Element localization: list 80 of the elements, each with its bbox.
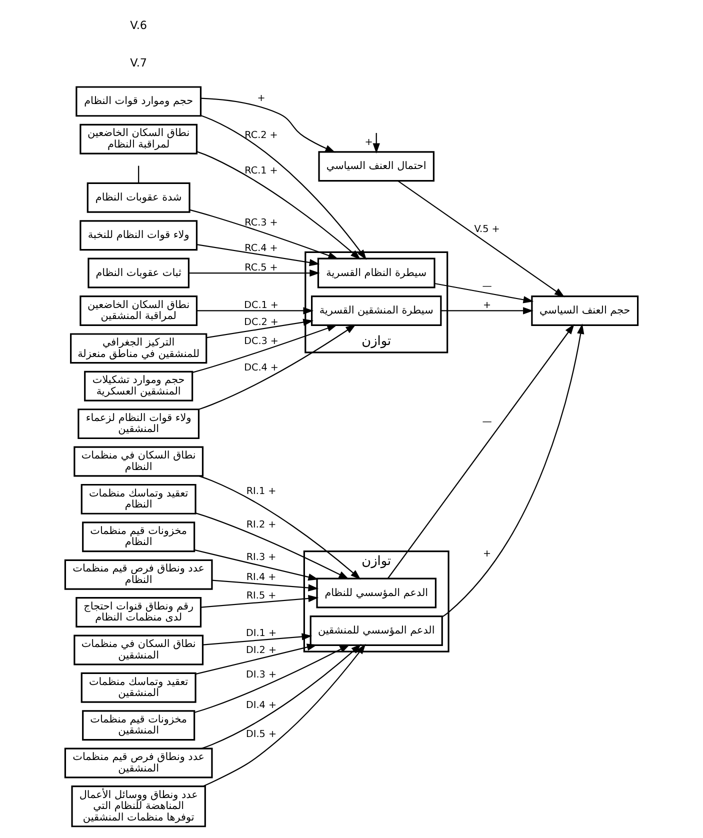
edge-label: RC.2 + — [244, 130, 278, 141]
label: V.6 — [130, 19, 148, 32]
arrow — [434, 282, 534, 304]
node-box: مخزونات قيم منظمات النظام — [82, 522, 196, 552]
edge-label: DC.3 + — [244, 336, 278, 348]
arrow — [200, 644, 362, 750]
arrow — [196, 244, 320, 266]
edge-label: DI.4 + — [246, 700, 277, 712]
edge-label: — — [482, 416, 492, 428]
node-box: عدد ونطاق ووسائل الأعمال المناهضة للنظام التي توفرها منظمات المنشقين — [71, 785, 206, 828]
node-box: رقم ونطاق قنوات احتجاج لدى منظمات النظام — [76, 597, 202, 628]
node-box: احتمال العنف السياسي — [318, 151, 434, 182]
node-box: تعقيد وتماسك منظمات المنشقين — [80, 672, 196, 703]
node-box: شدة عقوبات النظام — [86, 182, 190, 213]
arrow — [194, 549, 319, 581]
arrow — [398, 180, 565, 298]
edge-label: DI.2 + — [246, 644, 277, 656]
arrow — [201, 98, 336, 153]
arrow — [440, 307, 534, 314]
edge-label: V.5 + — [474, 224, 500, 235]
arrow — [189, 209, 338, 260]
edge-label: RI.3 + — [246, 552, 276, 563]
node-box: نطاق السكان في منظمات النظام — [74, 446, 204, 477]
edge-label: + — [364, 136, 373, 148]
node-box: نطاق السكان في منظمات المنشقين — [74, 634, 204, 666]
edge-label: RI.1 + — [246, 486, 276, 498]
node-box: سيطرة النظام القسرية — [317, 258, 436, 288]
arrow — [196, 307, 314, 314]
node-box: نطاق السكان الخاضعين لمراقبة النظام — [80, 124, 198, 154]
arrow — [192, 324, 338, 374]
arrow — [200, 594, 319, 608]
edge-label: RC.3 + — [244, 217, 278, 228]
edge-label: DI.3 + — [246, 670, 277, 681]
edge-label: + — [257, 93, 266, 104]
node-box: التركيز الجغرافي للمنشقين في مناطق منعزلة — [70, 333, 208, 364]
arrow — [196, 151, 361, 260]
edge-label: DC.2 + — [244, 316, 278, 328]
connector — [138, 166, 140, 184]
arrow — [194, 644, 350, 714]
arrow — [212, 580, 319, 592]
arrow — [388, 324, 574, 579]
edge-label: RI.4 + — [246, 572, 276, 583]
arrow — [202, 644, 366, 787]
edge-label: + — [482, 300, 492, 312]
node-box: حجم العنف السياسي — [531, 296, 639, 326]
node-box: حجم وموارد قوات النظام — [76, 86, 202, 117]
label: V.7 — [130, 56, 148, 70]
arrow — [202, 633, 312, 646]
edge-label: DI.5 + — [246, 729, 277, 740]
arrow — [198, 324, 356, 410]
edge-label: DC.4 + — [244, 362, 278, 374]
node-box: نطاق السكان الخاضعين لمراقبة المنشقين — [80, 296, 198, 326]
edge-label: RC.4 + — [244, 243, 278, 254]
edge-label: RC.5 + — [244, 262, 278, 274]
node-box: ولاء قوات النظام للنخبة — [80, 220, 198, 251]
node-box: الدعم المؤسسي للنظام — [316, 578, 436, 608]
edge-label: RC.1 + — [244, 165, 278, 176]
arrow — [195, 512, 350, 580]
edge-label: RI.2 + — [246, 520, 276, 531]
edge-label: + — [482, 548, 492, 560]
node-box: مخزونات قيم منظمات المنشقين — [82, 710, 196, 741]
arrow — [199, 476, 361, 580]
node-box: سيطرة المنشقين القسرية — [311, 296, 442, 326]
node-box: عدد ونطاق فرص قيم منظمات المنشقين — [64, 748, 213, 778]
arrow — [196, 644, 318, 675]
node-box: تعقيد وتماسك منظمات النظام — [80, 484, 196, 514]
node-box: ولاء قوات النظام لزعماء المنشقين — [78, 408, 200, 440]
node-box: ثبات عقوبات النظام — [88, 258, 190, 288]
edge-label: — — [482, 280, 492, 292]
arrow — [372, 132, 380, 154]
node-box: الدعم المؤسسي للمنشقين — [310, 615, 443, 646]
node-box: عدد ونطاق فرص قيم منظمات النظام — [64, 559, 213, 590]
node-box: حجم وموارد تشكيلات المنشقين العسكرية — [84, 370, 194, 402]
edge-label: DI.1 + — [246, 628, 277, 640]
arrow — [442, 324, 584, 618]
arrow — [206, 318, 314, 338]
arrow — [200, 114, 367, 260]
arrow — [188, 269, 320, 277]
edge-label: DC.1 + — [244, 300, 278, 312]
edge-label: RI.5 + — [246, 590, 276, 602]
